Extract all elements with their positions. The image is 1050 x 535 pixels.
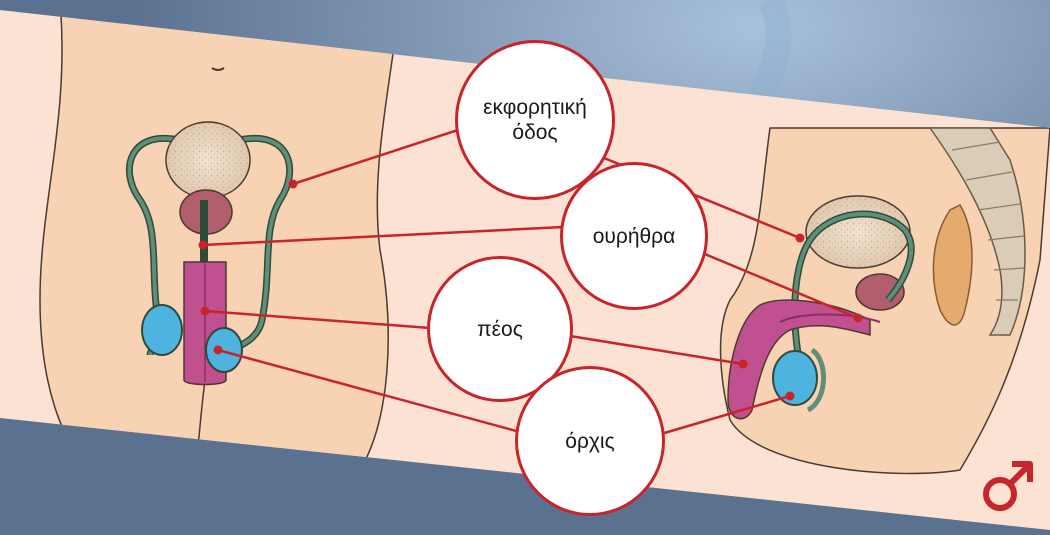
endpoint-dot xyxy=(214,346,223,355)
label-urethra: ουρήθρα xyxy=(560,162,708,310)
side-testis xyxy=(773,351,817,405)
front-right-testis xyxy=(206,328,242,372)
endpoint-dot xyxy=(796,234,805,243)
endpoint-dot xyxy=(199,241,208,250)
endpoint-dot xyxy=(289,180,298,189)
front-left-testis xyxy=(142,305,182,355)
label-testis-text: όρχις xyxy=(565,429,614,454)
endpoint-dot xyxy=(201,307,210,316)
endpoint-dot xyxy=(739,360,748,369)
male-symbol-icon xyxy=(978,458,1036,516)
front-view xyxy=(40,0,400,470)
label-urethra-text: ουρήθρα xyxy=(593,224,676,249)
endpoint-dot xyxy=(786,392,795,401)
label-testis: όρχις xyxy=(515,366,665,516)
label-penis-text: πέος xyxy=(477,317,523,342)
endpoint-dot xyxy=(854,314,863,323)
label-ejaculatory-duct-text: εκφορητική όδος xyxy=(483,95,587,145)
